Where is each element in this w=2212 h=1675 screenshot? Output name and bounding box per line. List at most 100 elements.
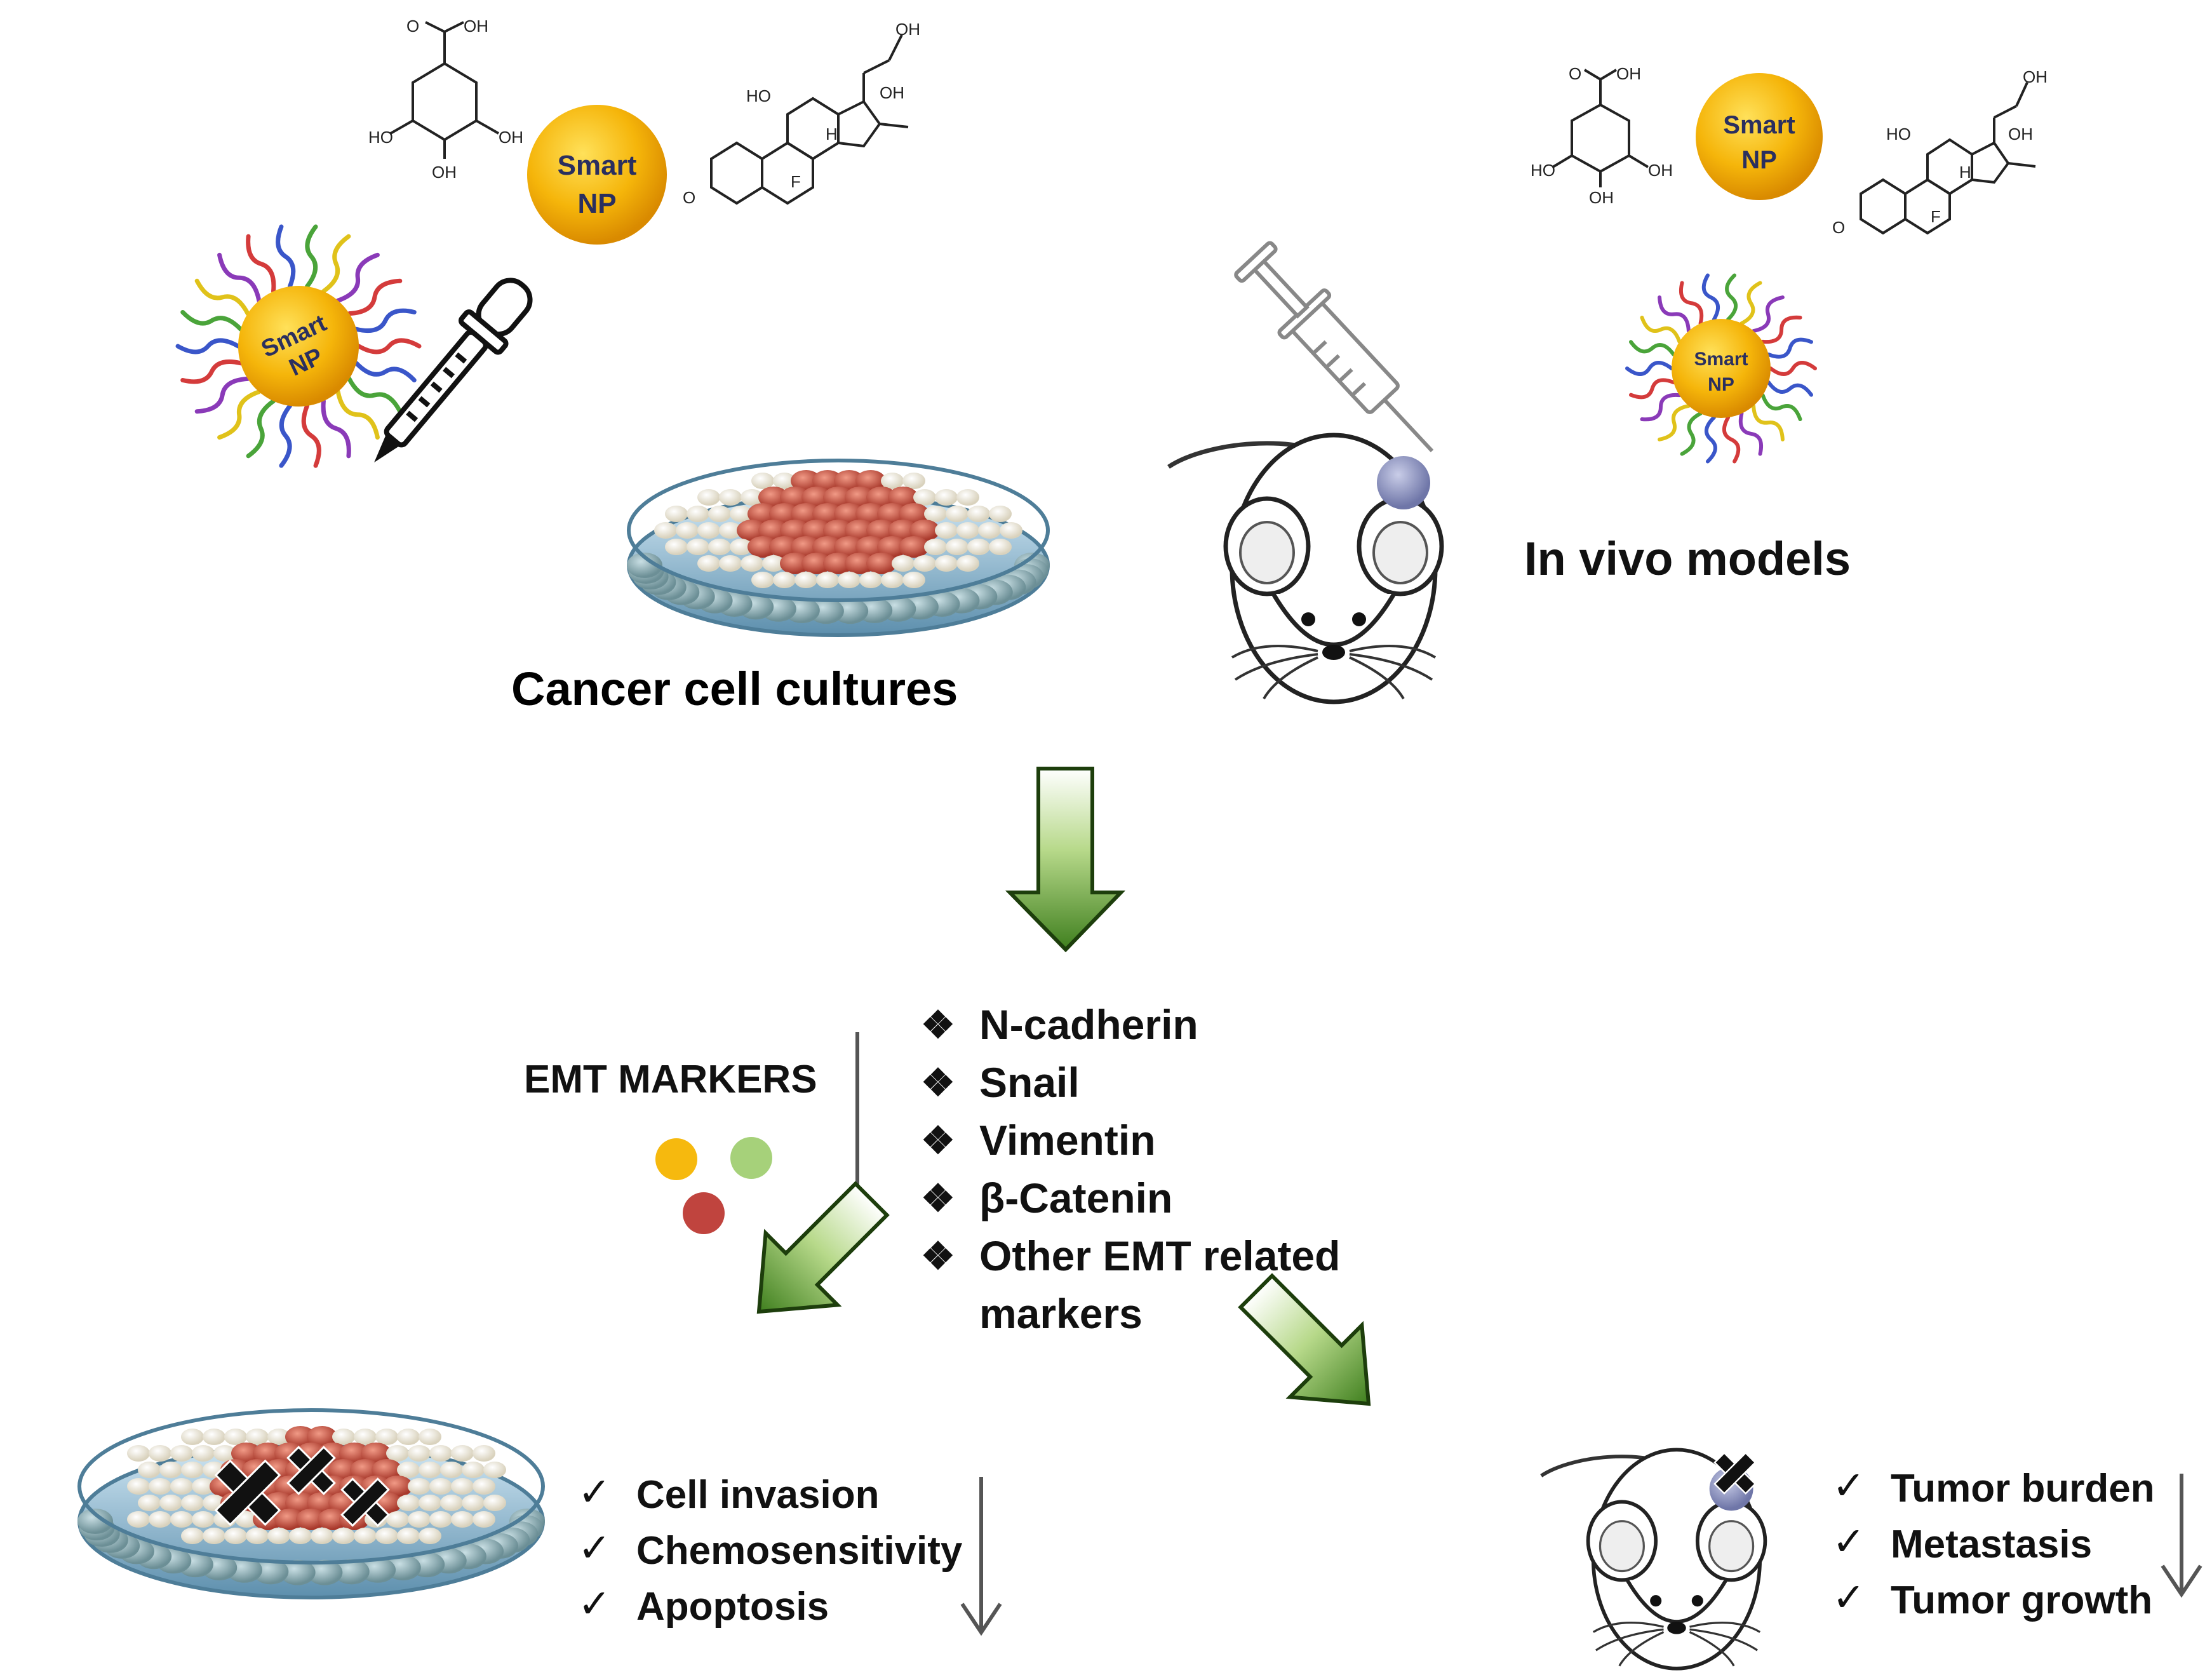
cell: [285, 1426, 316, 1448]
cell: [77, 1509, 113, 1534]
cell: [462, 1495, 485, 1511]
cell: [386, 1445, 409, 1462]
ligand-chain: [1739, 281, 1762, 326]
cell: [253, 1559, 289, 1585]
cell: [899, 536, 929, 558]
cell: [902, 572, 925, 588]
svg-text:O: O: [1569, 64, 1581, 83]
ligand-chain: [246, 398, 276, 459]
cell: [899, 503, 929, 525]
cell: [823, 553, 854, 574]
ligand-chain: [175, 338, 241, 354]
cell: [397, 1462, 420, 1478]
cell: [866, 553, 897, 574]
cell: [462, 1462, 485, 1478]
syringe-icon: [1234, 241, 1434, 453]
ligand-chain: [1725, 273, 1738, 321]
ligand-chain: [1760, 393, 1802, 422]
ligand-chain: [1766, 380, 1814, 397]
outcome-item: ✓Metastasis: [1832, 1520, 2093, 1566]
gallic-acid-structure-right: O OH HO OH OH: [1531, 64, 1673, 207]
arrow-decrease-animal-outcomes: [2161, 1474, 2202, 1598]
cell: [747, 503, 778, 525]
cell: [307, 1426, 337, 1448]
ligand-chain: [279, 403, 292, 468]
ligand-chain: [1705, 415, 1717, 464]
cell: [451, 1511, 474, 1528]
ligand-chain: [1752, 295, 1785, 333]
cell: [138, 1495, 161, 1511]
cell: [375, 1528, 398, 1544]
cell: [419, 1495, 441, 1511]
cell: [877, 503, 908, 525]
cell: [834, 536, 864, 558]
cell: [1000, 522, 1022, 539]
cell: [881, 473, 904, 489]
cell: [361, 1443, 391, 1464]
cell: [473, 1478, 495, 1495]
cell: [989, 506, 1012, 522]
cell: [408, 1478, 431, 1495]
cell: [213, 1445, 236, 1462]
cell: [855, 536, 886, 558]
cell: [231, 1443, 262, 1464]
cell: [967, 539, 990, 555]
svg-text:OH: OH: [2008, 124, 2033, 144]
cell: [794, 572, 817, 588]
cell: [224, 1528, 247, 1544]
cell: [289, 1528, 312, 1544]
ligand-chain: [1625, 361, 1673, 376]
cell: [328, 1459, 359, 1481]
ligand-chain: [1658, 403, 1691, 441]
cell: [697, 489, 720, 506]
cell: [246, 1429, 269, 1445]
cell: [708, 539, 731, 555]
ligand-chain: [1628, 378, 1676, 400]
cell: [429, 1445, 452, 1462]
outcome-item: ✓Tumor growth: [1832, 1576, 2153, 1622]
cell: [332, 1528, 355, 1544]
outcome-item: ✓Tumor burden: [1832, 1464, 2155, 1510]
cell: [372, 1459, 402, 1481]
ligand-chain: [1679, 281, 1704, 326]
cell: [267, 1429, 290, 1445]
arrow-diagonal-left: [756, 1181, 890, 1314]
cell: [279, 1559, 316, 1585]
cell: [838, 572, 861, 588]
marker-item: ❖Other EMT related: [921, 1232, 1341, 1279]
emt-marker-list: ❖N-cadherin ❖Snail ❖Vimentin ❖β-Catenin …: [921, 996, 1340, 1343]
cell: [170, 1511, 193, 1528]
svg-text:O: O: [1832, 218, 1845, 237]
cell: [697, 522, 720, 539]
cell: [888, 520, 918, 541]
cell: [773, 572, 796, 588]
ligand-chain: [180, 359, 243, 384]
cell: [687, 539, 709, 555]
ligand-chain: [217, 252, 262, 303]
cell: [440, 1462, 463, 1478]
cell: [791, 536, 821, 558]
svg-text:O: O: [406, 17, 419, 36]
cell: [845, 553, 875, 574]
cell: [350, 1459, 380, 1481]
cell: [192, 1445, 215, 1462]
ligand-chain: [1738, 411, 1764, 456]
cell: [360, 1557, 396, 1583]
ligand-chain: [321, 234, 351, 294]
svg-text:NP: NP: [1708, 374, 1734, 395]
cell: [451, 1445, 474, 1462]
cell: [769, 536, 800, 558]
cell: [483, 1495, 506, 1511]
cell: [149, 1511, 171, 1528]
cell: [333, 1559, 370, 1585]
cell: [812, 470, 843, 492]
cell: [812, 503, 843, 525]
steroid-structure-right: O HO OH OH F H: [1832, 67, 2048, 237]
cell: [956, 489, 979, 506]
cell: [751, 473, 774, 489]
cell: [451, 1478, 474, 1495]
cell: [833, 598, 869, 624]
ligand-chain: [321, 398, 351, 459]
cell: [881, 572, 904, 588]
emt-marker-dots: [655, 1137, 772, 1234]
